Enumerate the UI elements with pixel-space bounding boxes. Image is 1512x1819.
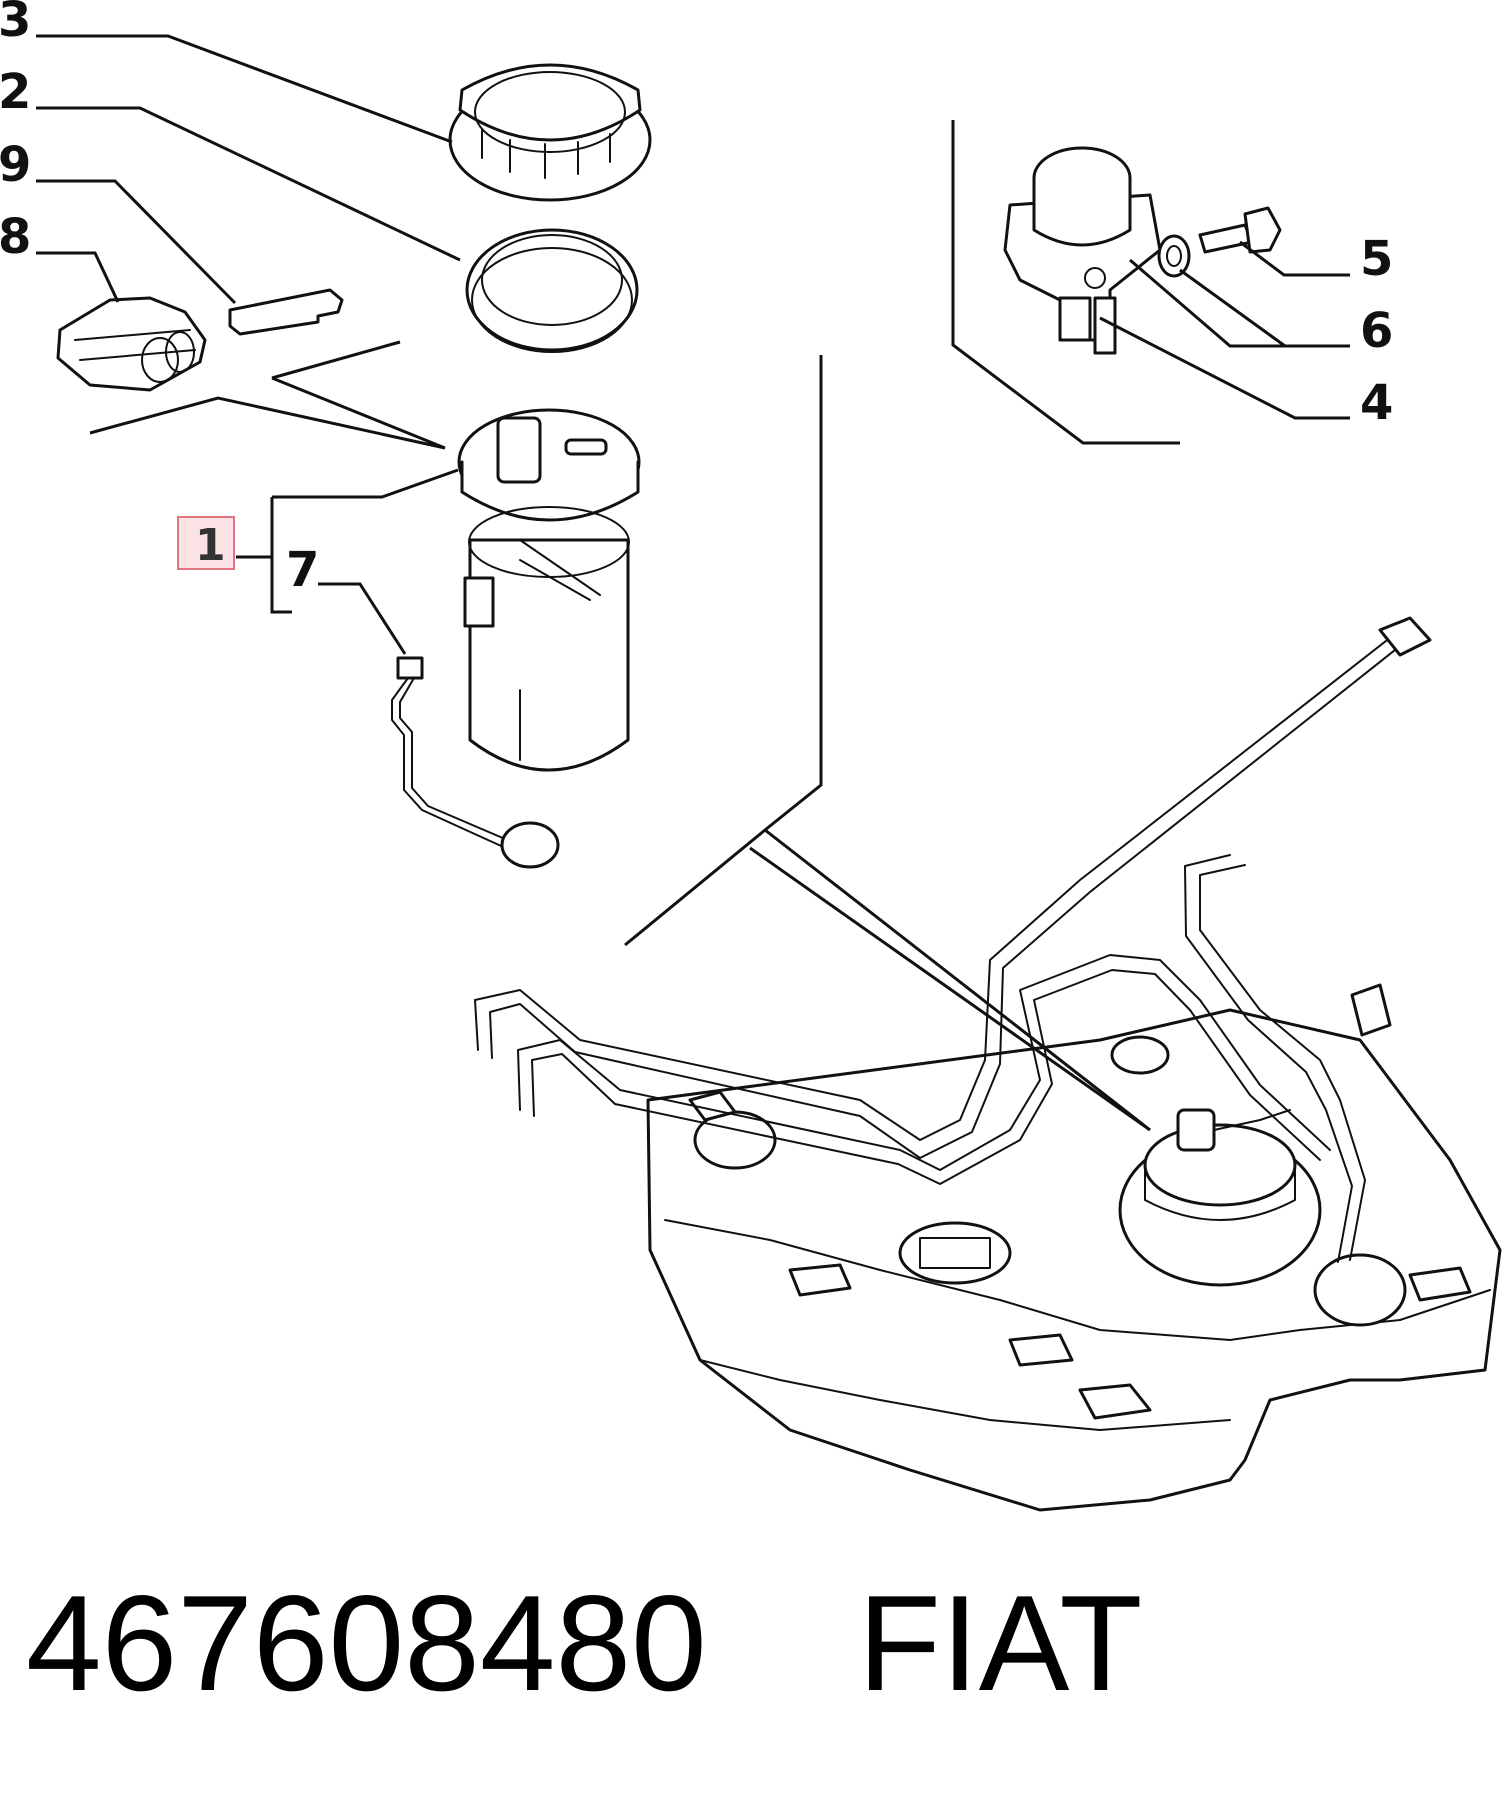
callout-1-highlight: 1 <box>177 516 235 571</box>
callout-5: 5 <box>1360 231 1393 287</box>
fuel-lines-part <box>474 616 1432 1263</box>
terminal-part <box>228 288 344 336</box>
seal-ring-part <box>465 228 639 353</box>
lock-ring-part <box>448 63 652 202</box>
callout-8: 8 <box>0 209 31 265</box>
leader-lines <box>36 34 1350 1132</box>
callout-9: 9 <box>0 137 31 193</box>
callout-4: 4 <box>1360 375 1393 431</box>
callout-3: 3 <box>0 0 31 48</box>
fuel-tank-part <box>646 1008 1502 1512</box>
callout-2: 2 <box>0 64 31 120</box>
callout-6: 6 <box>1360 303 1393 359</box>
valve-group-part <box>951 120 1180 445</box>
bolt-part <box>1198 206 1282 254</box>
fuel-pump-module <box>457 408 641 772</box>
part-number: 467608480 <box>26 1567 707 1719</box>
callout-7: 7 <box>286 542 319 598</box>
callout-1: 1 <box>195 520 226 571</box>
level-sensor-part <box>391 656 560 869</box>
brand-name: FIAT <box>857 1567 1143 1719</box>
part-caption: 467608480 FIAT <box>26 1575 1142 1711</box>
connector-part <box>56 296 207 392</box>
washer-part <box>1157 234 1191 278</box>
